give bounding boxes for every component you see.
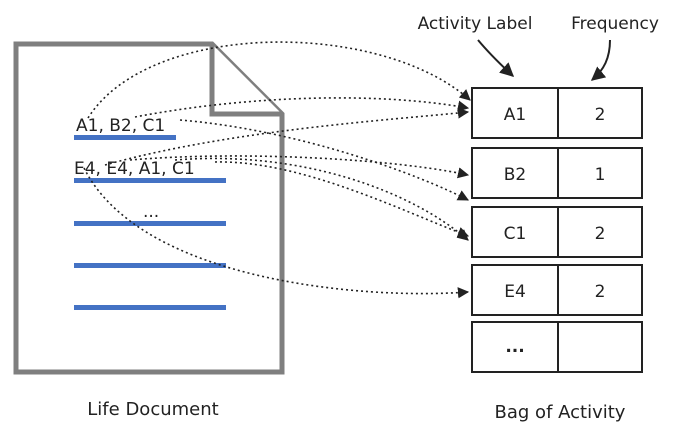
- bag-header: Activity Label Frequency: [418, 14, 659, 81]
- bag-label-e4: E4: [504, 282, 526, 302]
- bag-frequency-e4: 2: [595, 282, 606, 302]
- bag-row: B2 1: [471, 147, 643, 199]
- document-text-line-1: A1, B2, C1: [76, 116, 165, 136]
- arrow-e4-to-e4: [83, 167, 470, 299]
- document-line-5: [74, 305, 226, 310]
- bag-cell-label: [471, 87, 559, 139]
- bag-cell-frequency: [557, 206, 643, 258]
- bag-label-a1: A1: [504, 105, 526, 125]
- bag-row: C1 2: [471, 206, 643, 258]
- bag-row: A1 2: [471, 87, 643, 139]
- document-fold-icon: [209, 44, 282, 117]
- bag-frequency-b2: 1: [595, 165, 606, 185]
- frequency-pointer-icon: [590, 39, 611, 81]
- frequency-header: Frequency: [571, 14, 659, 34]
- bag-cell-label: [471, 264, 559, 316]
- bag-cell-label: [471, 321, 559, 373]
- life-document: A1, B2, C1 E4, E4, A1, C1 ... Life Docum…: [13, 41, 285, 420]
- document-page-outline: [13, 41, 285, 375]
- bag-frequency-a1: 2: [595, 105, 606, 125]
- document-line-2: [74, 178, 226, 183]
- bag-label-c1: C1: [504, 224, 527, 244]
- arrow-c1-line1: [179, 119, 469, 201]
- bag-cell-label: [471, 206, 559, 258]
- document-line-3: [74, 221, 226, 226]
- bag-cell-frequency: [557, 321, 643, 373]
- document-caption: Life Document: [87, 399, 218, 420]
- document-text-line-3: ...: [143, 202, 159, 222]
- bag-frequency-c1: 2: [595, 224, 606, 244]
- arrow-b2-line1: [134, 97, 470, 118]
- bag-cell-frequency: [557, 147, 643, 199]
- document-line-1: [74, 135, 176, 140]
- activity-label-header: Activity Label: [418, 14, 533, 34]
- bag-cell-frequency: [557, 87, 643, 139]
- mapping-arrows: [83, 41, 471, 299]
- arrow-e4-line2: [104, 107, 470, 166]
- bag-row: ...: [471, 321, 643, 373]
- bag-caption: Bag of Activity: [495, 402, 626, 423]
- arrow-c1-line2: [214, 161, 470, 238]
- document-text-line-2: E4, E4, A1, C1: [74, 159, 195, 179]
- bag-row: E4 2: [471, 264, 643, 316]
- bag-label-b2: B2: [504, 165, 526, 185]
- bag-label-ellipsis: ...: [505, 337, 524, 357]
- bag-table: A1 2 B2 1 C1 2 E4 2 ... Bag of Activity: [471, 87, 643, 423]
- activity-label-pointer-icon: [477, 39, 515, 77]
- bag-cell-frequency: [557, 264, 643, 316]
- document-line-4: [74, 263, 226, 268]
